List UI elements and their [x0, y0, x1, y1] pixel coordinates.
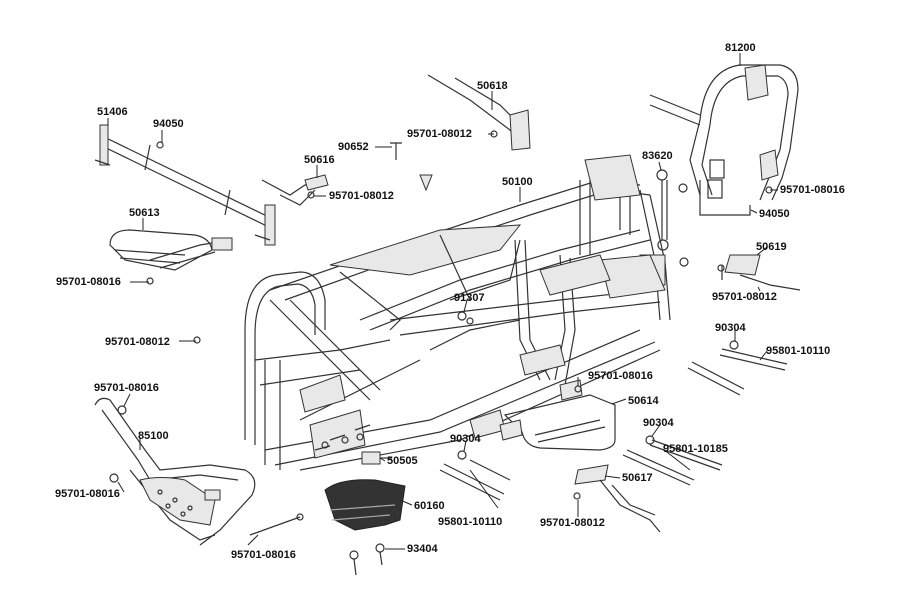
bracket-50618 [427, 74, 531, 151]
skid-plate-60160 [324, 479, 406, 531]
label-95701-08012: 95701-08012 [540, 517, 605, 529]
label-91307: 91307 [454, 292, 485, 304]
label-90304: 90304 [450, 433, 481, 445]
bumper-85100 [94, 397, 256, 546]
label-95701-08012: 95701-08012 [105, 336, 170, 348]
rod-95801-10185 [622, 435, 723, 486]
fasteners-95701 [109, 130, 773, 536]
main-frame-50100 [244, 154, 671, 471]
label-95801-10110: 95801-10110 [766, 345, 831, 357]
label-50617: 50617 [622, 472, 653, 484]
label-50619: 50619 [756, 241, 787, 253]
carrier-81200 [649, 64, 799, 201]
label-90652: 90652 [338, 141, 369, 153]
bracket-50617 [574, 464, 661, 533]
label-50100: 50100 [502, 176, 533, 188]
bolt-set-83620 [656, 169, 689, 267]
bar-51406 [94, 124, 276, 246]
label-50613: 50613 [129, 207, 160, 219]
footrest-50614 [499, 379, 616, 451]
label-94050: 94050 [153, 118, 184, 130]
bracket-50616 [261, 174, 329, 206]
label-50616: 50616 [304, 154, 335, 166]
pin-90652 [390, 142, 433, 192]
label-95701-08016: 95701-08016 [588, 370, 653, 382]
clip-91307 [457, 311, 474, 325]
label-90304: 90304 [715, 322, 746, 334]
label-95701-08016: 95701-08016 [56, 276, 121, 288]
rubbers-94050 [699, 159, 751, 216]
rod-95801-10110-front [439, 450, 511, 501]
label-90304: 90304 [643, 417, 674, 429]
label-95801-10185: 95801-10185 [663, 443, 728, 455]
bolts-93404 [349, 543, 385, 576]
label-95701-08016: 95701-08016 [55, 488, 120, 500]
label-50505: 50505 [387, 455, 418, 467]
label-95701-08012: 95701-08012 [407, 128, 472, 140]
leader-lines [107, 53, 778, 550]
bracket-50619 [721, 254, 801, 291]
label-51406: 51406 [97, 106, 128, 118]
label-50614: 50614 [628, 395, 659, 407]
label-83620: 83620 [642, 150, 673, 162]
label-60160: 60160 [414, 500, 445, 512]
label-95701-08016: 95701-08016 [231, 549, 296, 561]
label-81200: 81200 [725, 42, 756, 54]
label-94050: 94050 [759, 208, 790, 220]
label-50618: 50618 [477, 80, 508, 92]
label-95701-08016: 95701-08016 [780, 184, 845, 196]
label-95701-08012: 95701-08012 [329, 190, 394, 202]
label-95701-08012: 95701-08012 [712, 291, 777, 303]
label-85100: 85100 [138, 430, 169, 442]
label-93404: 93404 [407, 543, 438, 555]
rod-95801-10110-rear [687, 340, 788, 396]
footrest-50613 [109, 229, 233, 271]
label-95701-08016: 95701-08016 [94, 382, 159, 394]
label-95801-10110: 95801-10110 [438, 516, 503, 528]
